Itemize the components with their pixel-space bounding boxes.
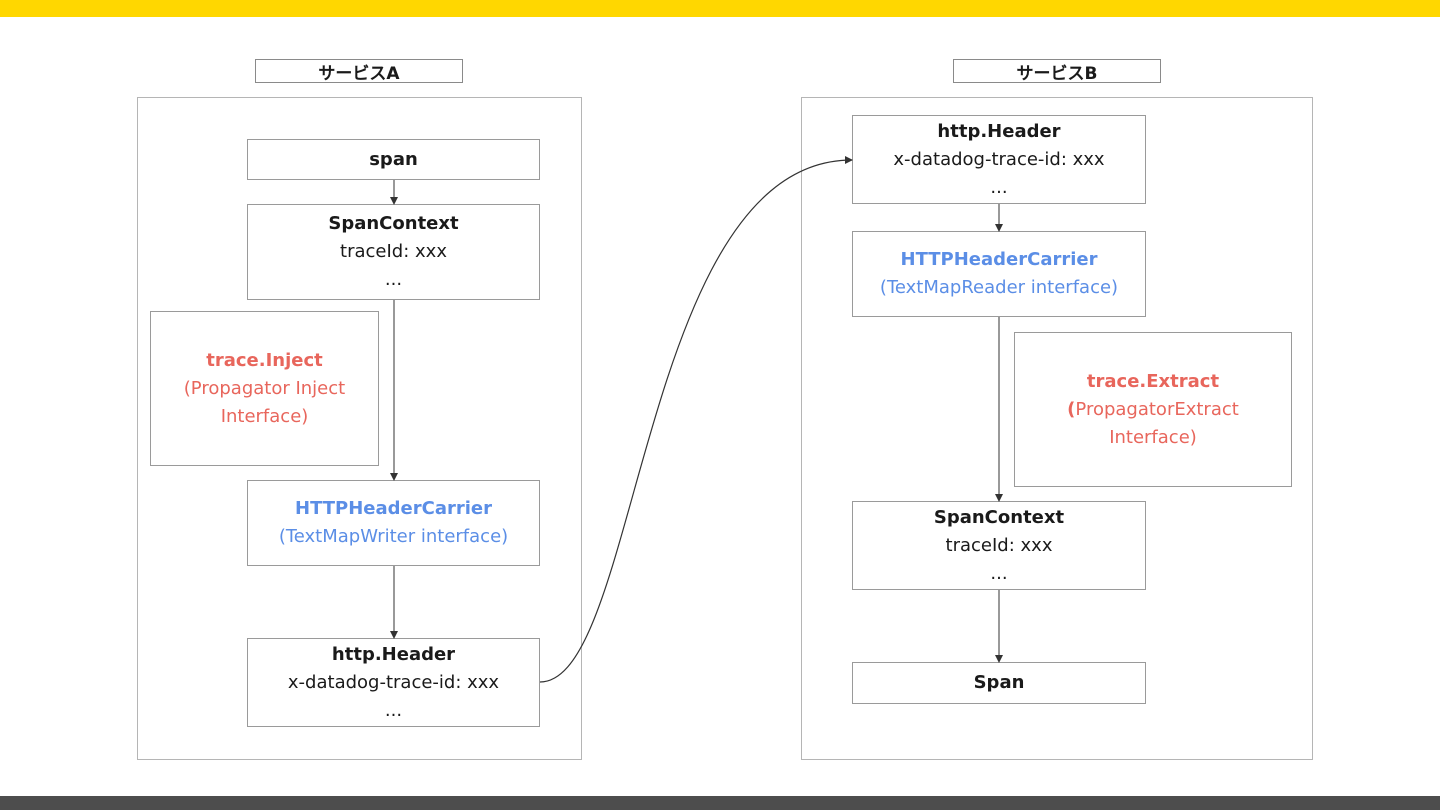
service-a-spancontext-box: SpanContext traceId: xxx ...: [247, 204, 540, 300]
bottom-footer-bar: [0, 796, 1440, 810]
trace-extract-line2: Interface): [1109, 426, 1197, 448]
service-b-carrier-title: HTTPHeaderCarrier: [900, 249, 1098, 270]
service-a-spancontext-ellipsis: ...: [384, 269, 403, 290]
service-a-http-header-title: http.Header: [331, 643, 456, 665]
service-a-http-header-trace-id: x-datadog-trace-id: xxx: [287, 671, 500, 693]
service-b-carrier-box: HTTPHeaderCarrier (TextMapReader interfa…: [852, 231, 1146, 317]
trace-extract-line1: (PropagatorExtract: [1067, 396, 1239, 424]
service-b-spancontext-ellipsis: ...: [990, 562, 1008, 584]
trace-inject-title: trace.Inject: [206, 349, 323, 371]
service-a-spancontext-traceid: traceId: xxx: [340, 241, 447, 262]
trace-inject-box: trace.Inject (Propagator Inject Interfac…: [150, 311, 379, 466]
trace-extract-box: trace.Extract (PropagatorExtract Interfa…: [1014, 332, 1292, 487]
service-b-spancontext-traceid: traceId: xxx: [945, 534, 1053, 556]
service-a-carrier-title: HTTPHeaderCarrier: [295, 498, 492, 519]
service-b-http-header-trace-id: x-datadog-trace-id: xxx: [893, 148, 1105, 170]
service-a-spancontext-title: SpanContext: [328, 213, 459, 234]
service-a-http-header-box: http.Header x-datadog-trace-id: xxx ...: [247, 638, 540, 727]
service-a-http-header-ellipsis: ...: [384, 699, 403, 721]
trace-extract-line1-text: PropagatorExtract: [1075, 398, 1239, 420]
service-a-span-title: span: [369, 148, 418, 170]
service-a-carrier-box: HTTPHeaderCarrier (TextMapWriter interfa…: [247, 480, 540, 566]
service-b-spancontext-box: SpanContext traceId: xxx ...: [852, 501, 1146, 590]
service-b-span-title: Span: [973, 672, 1025, 693]
trace-extract-title: trace.Extract: [1086, 370, 1220, 392]
service-a-span-box: span: [247, 139, 540, 180]
service-a-carrier-interface: (TextMapWriter interface): [278, 526, 509, 547]
trace-inject-line1: (Propagator Inject: [183, 377, 346, 399]
service-a-label: サービスA: [255, 59, 463, 84]
top-accent-bar: [0, 0, 1440, 17]
service-b-http-header-title: http.Header: [937, 120, 1061, 142]
service-b-carrier-interface: (TextMapReader interface): [879, 277, 1119, 298]
service-b-http-header-box: http.Header x-datadog-trace-id: xxx ...: [852, 115, 1146, 204]
trace-inject-line2: Interface): [220, 405, 309, 427]
service-b-span-box: Span: [852, 662, 1146, 704]
service-b-spancontext-title: SpanContext: [933, 506, 1065, 528]
trace-extract-paren: (: [1067, 398, 1076, 420]
service-a-label-text: サービスA: [318, 63, 400, 84]
service-b-http-header-ellipsis: ...: [990, 176, 1008, 198]
service-b-label: サービスB: [953, 59, 1161, 84]
service-b-label-text: サービスB: [1016, 63, 1098, 84]
